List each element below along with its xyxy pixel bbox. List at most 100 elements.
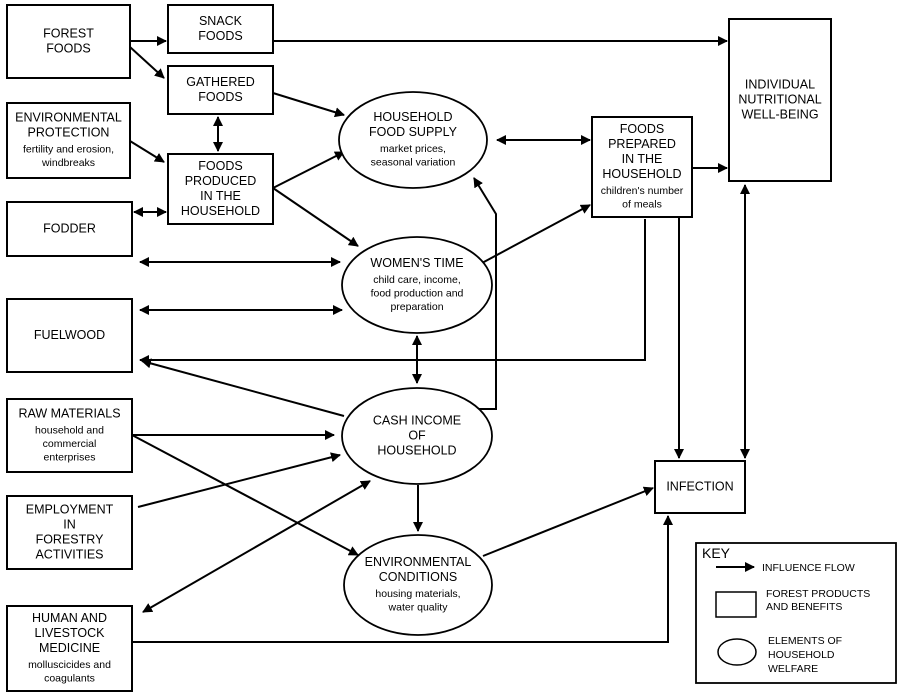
legend-title: KEY [702, 545, 731, 561]
node-label-line: ENVIRONMENTAL [365, 555, 472, 569]
edge-environmental-conditions-to-infection [482, 486, 654, 557]
node-label-line: HOUSEHOLD [181, 204, 260, 218]
node-sublabel-line: coagulants [44, 673, 95, 685]
node-rect [6, 201, 133, 257]
node-label-line: FOODS [198, 29, 242, 43]
node-label-line: OF [408, 429, 426, 443]
node-sublabel-line: children's number [601, 185, 684, 197]
node-sublabel-line: market prices, [380, 143, 446, 155]
node-ellipse [341, 387, 493, 485]
node-label-line: FOODS [198, 159, 242, 173]
nodes-layer: FORESTFOODSSNACKFOODSGATHEREDFOODSENVIRO… [6, 4, 832, 692]
node-sublabel-line: seasonal variation [371, 157, 456, 169]
node-label-line: MEDICINE [39, 641, 100, 655]
node-label-line: NUTRITIONAL [738, 93, 821, 107]
node-label-line: HOUSEHOLD [602, 167, 681, 181]
node-sublabel-line: preparation [390, 301, 443, 313]
node-sublabel-line: windbreaks [41, 157, 95, 169]
node-label-line: PREPARED [608, 137, 676, 151]
node-label-line: CASH INCOME [373, 414, 461, 428]
edge-medicine-to-infection [132, 515, 673, 643]
node-rect [167, 153, 274, 225]
node-sublabel-line: commercial [43, 438, 97, 450]
edges-layer [129, 36, 750, 643]
node-label-line: EMPLOYMENT [26, 503, 114, 517]
node-label-line: HUMAN AND [32, 611, 107, 625]
legend-label-forest-products-1: FOREST PRODUCTS [766, 588, 870, 600]
node-rect [6, 102, 131, 179]
node-sublabel-line: molluscicides and [28, 659, 111, 671]
node-rect [167, 4, 274, 54]
legend-label-household-welfare-2: HOUSEHOLD [768, 649, 835, 661]
node-label-line: GATHERED [186, 75, 255, 89]
node-sublabel-line: food production and [371, 287, 464, 299]
node-label-line: WOMEN'S TIME [370, 256, 463, 270]
node-sublabel-line: fertility and erosion, [23, 144, 114, 156]
edge-womens-time-to-foods-prepared [481, 204, 591, 264]
node-label-line: IN THE [200, 189, 241, 203]
node-infection: INFECTION [654, 460, 746, 514]
node-label-line: PRODUCED [185, 174, 257, 188]
edge-foods-produced-to-household-food-supply [272, 151, 345, 189]
node-label-line: FOREST [43, 27, 94, 41]
node-rect [6, 4, 131, 79]
node-label-line: HOUSEHOLD [373, 110, 452, 124]
node-rect [6, 298, 133, 373]
node-label-line: LIVESTOCK [35, 626, 106, 640]
node-rect [6, 398, 133, 473]
node-rect [728, 18, 832, 182]
node-fodder: FODDER [6, 201, 133, 257]
edge-foods-prepared-to-fuelwood [139, 219, 646, 365]
node-ellipse [338, 91, 488, 189]
node-sublabel-line: housing materials, [375, 588, 460, 600]
edge-environmental-protection-to-foods-produced [129, 140, 165, 163]
edge-cash-income-to-fuelwood [141, 358, 345, 417]
edge-medicine-to-cash-income [142, 480, 371, 613]
node-rect [591, 116, 693, 218]
node-label-line: CONDITIONS [379, 570, 457, 584]
legend-key: KEY INFLUENCE FLOW FOREST PRODUCTS AND B… [695, 542, 897, 684]
node-label-line: FOOD SUPPLY [369, 125, 458, 139]
legend-ellipse-icon [717, 638, 757, 666]
node-label-line: FUELWOOD [34, 328, 105, 342]
node-ellipse [343, 534, 493, 636]
node-sublabel-line: enterprises [44, 451, 96, 463]
node-sublabel-line: of meals [622, 199, 662, 211]
node-label-line: INDIVIDUAL [745, 78, 815, 92]
node-label-line: ACTIVITIES [35, 548, 103, 562]
node-rect [6, 605, 133, 692]
legend-label-household-welfare-1: ELEMENTS OF [768, 635, 842, 647]
edge-foods-produced-to-womens-time [272, 187, 359, 247]
node-label-line: FORESTRY [36, 533, 104, 547]
node-label-line: FOODS [46, 42, 90, 56]
legend-rect-icon [715, 591, 757, 618]
node-rect [654, 460, 746, 514]
node-label-line: IN [63, 518, 76, 532]
node-label-line: HOUSEHOLD [377, 444, 456, 458]
node-fuelwood: FUELWOOD [6, 298, 133, 373]
node-label-line: FODDER [43, 222, 96, 236]
legend-label-household-welfare-3: WELFARE [768, 663, 818, 675]
edge-gathered-foods-to-household-food-supply [272, 92, 345, 118]
node-label-line: WELL-BEING [741, 108, 818, 122]
node-label-line: ENVIRONMENTAL [15, 111, 122, 125]
node-sublabel-line: water quality [388, 602, 449, 614]
node-ellipse [341, 236, 493, 334]
node-sublabel-line: household and [35, 424, 104, 436]
node-label-line: INFECTION [666, 480, 733, 494]
node-label-line: PROTECTION [28, 126, 110, 140]
legend-label-influence-flow: INFLUENCE FLOW [762, 562, 855, 574]
